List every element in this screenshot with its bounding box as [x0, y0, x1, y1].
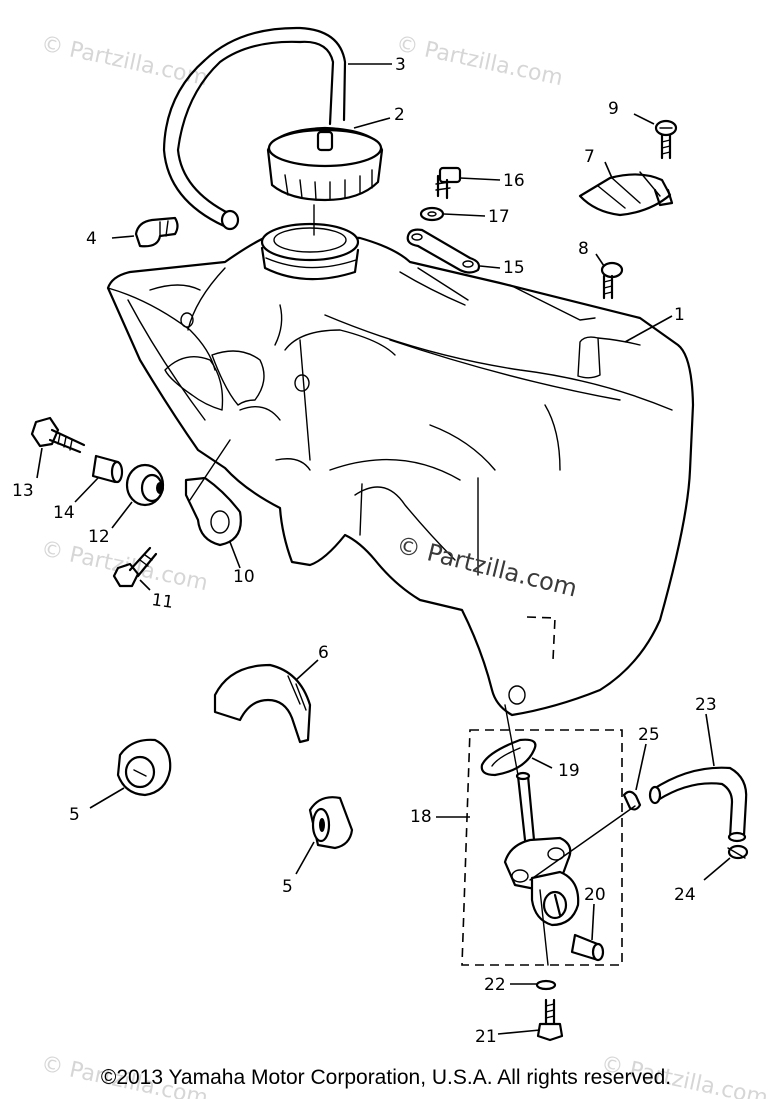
- damper-6: [213, 663, 312, 744]
- callout-2: 2: [394, 105, 405, 125]
- watermark-text: © Partzilla.com: [394, 31, 565, 91]
- callout-19: 19: [558, 761, 580, 781]
- washer-17: [419, 206, 445, 222]
- bolt-8: [600, 261, 624, 300]
- damper-5a: [116, 738, 172, 797]
- clip-24: [727, 844, 749, 860]
- callout-4: 4: [86, 229, 97, 249]
- bracket-10: [184, 439, 242, 547]
- callout-11: 11: [150, 590, 174, 613]
- tank-bracket: [578, 171, 674, 217]
- callout-14: 14: [53, 503, 75, 523]
- callout-20: 20: [584, 885, 606, 905]
- damper-5b: [308, 796, 354, 850]
- clip-25: [529, 790, 642, 881]
- callout-18: 18: [410, 807, 432, 827]
- callout-16: 16: [503, 171, 525, 191]
- damper-12: [125, 463, 165, 507]
- breather-hose: [162, 26, 347, 231]
- collar-14: [91, 454, 124, 484]
- callout-3: 3: [395, 55, 406, 75]
- callout-6: 6: [318, 643, 329, 663]
- washer-22: [535, 979, 557, 991]
- bolt-9: [654, 119, 678, 160]
- fuel-cock-assembly: [461, 704, 623, 966]
- callout-10: 10: [233, 567, 255, 587]
- callout-1: 1: [674, 305, 685, 325]
- callout-13: 13: [12, 481, 34, 501]
- center-watermark: © Partzilla.com: [394, 531, 580, 603]
- callout-labels: 1 2 3 4 5 5 6 7 8 9 10 11 12 13 14 15 16…: [12, 55, 717, 1047]
- callout-22: 22: [484, 975, 506, 995]
- callout-12: 12: [88, 527, 110, 547]
- callout-25: 25: [638, 725, 660, 745]
- callout-17: 17: [488, 207, 510, 227]
- callout-7: 7: [584, 147, 595, 167]
- callout-5a: 5: [69, 805, 80, 825]
- callout-5b: 5: [282, 877, 293, 897]
- callout-23: 23: [695, 695, 717, 715]
- bolt-21: [536, 998, 564, 1042]
- leader-lines: [36, 63, 731, 1035]
- callout-21: 21: [475, 1027, 497, 1047]
- bolt-13: [30, 416, 86, 454]
- stay-15: [406, 228, 481, 274]
- bolt-11: [112, 546, 158, 588]
- callout-8: 8: [578, 239, 589, 259]
- callout-24: 24: [674, 885, 696, 905]
- callout-9: 9: [608, 99, 619, 119]
- copyright-notice: ©2013 Yamaha Motor Corporation, U.S.A. A…: [100, 1066, 672, 1089]
- callout-15: 15: [503, 258, 525, 278]
- fuel-hose: [648, 766, 748, 843]
- fuel-tank: [106, 222, 695, 717]
- hose-clamp: [134, 216, 179, 248]
- bolt-16: [435, 166, 462, 200]
- fuel-cap: [266, 126, 384, 236]
